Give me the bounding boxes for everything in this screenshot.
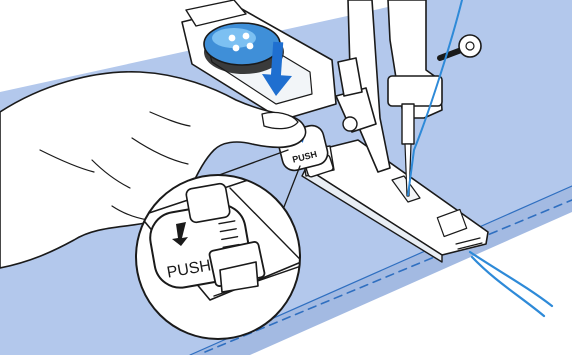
ankle-screw	[343, 117, 357, 131]
needle-bar	[402, 104, 414, 144]
thread-tails	[470, 252, 552, 316]
needle-clamp	[388, 76, 442, 106]
